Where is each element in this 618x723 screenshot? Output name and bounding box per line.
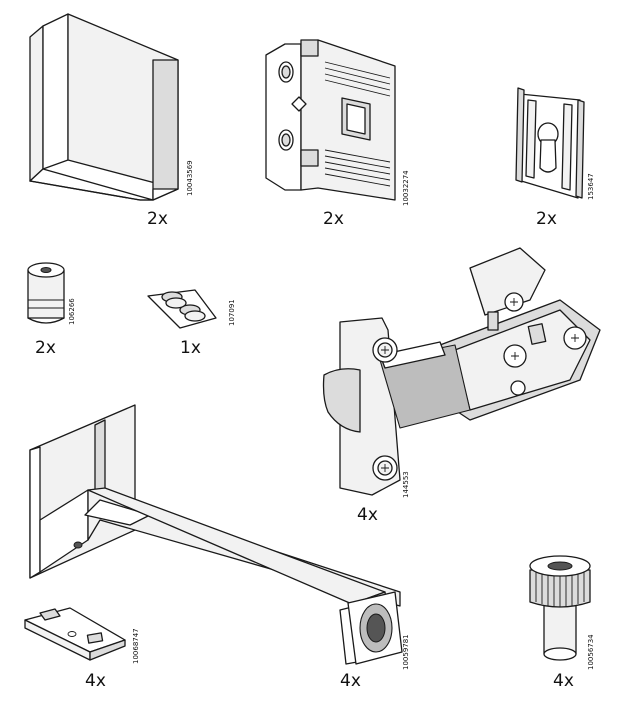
panel-part <box>29 13 179 201</box>
part-quantity: 2x <box>536 209 557 229</box>
threaded-dowel-part <box>529 555 591 661</box>
part-quantity: 2x <box>35 338 56 358</box>
leg-tube-part <box>87 487 403 665</box>
part-quantity: 4x <box>553 671 574 691</box>
part-code: 107091 <box>228 299 236 326</box>
part-code: 10059781 <box>402 634 410 670</box>
hinge-part <box>322 247 601 496</box>
part-code: 10056734 <box>587 634 595 670</box>
part-code: 106266 <box>68 298 76 325</box>
keyhole-plate-part <box>515 87 585 199</box>
part-code: 10032274 <box>402 170 410 206</box>
adhesive-pads-part <box>147 289 217 329</box>
part-code: 144553 <box>402 471 410 498</box>
cam-dowel-part <box>27 262 65 324</box>
clip-plate-part <box>24 607 126 661</box>
part-quantity: 2x <box>323 209 344 229</box>
part-quantity: 4x <box>357 505 378 525</box>
part-quantity: 2x <box>147 209 168 229</box>
part-code: 10043569 <box>186 160 194 196</box>
part-quantity: 4x <box>340 671 361 691</box>
part-quantity: 1x <box>180 338 201 358</box>
part-quantity: 4x <box>85 671 106 691</box>
bracket-part <box>265 39 396 201</box>
part-code: 153647 <box>587 173 595 200</box>
part-code: 10068747 <box>132 628 140 664</box>
